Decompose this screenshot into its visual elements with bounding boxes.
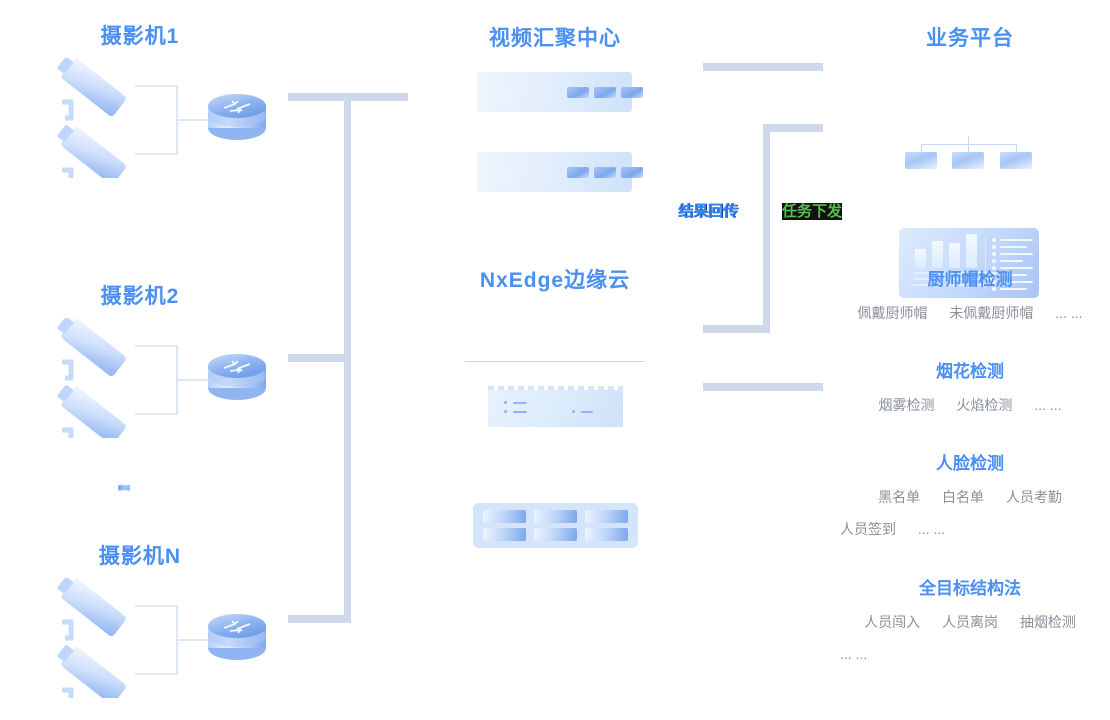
platform-link-drop-1 bbox=[921, 144, 922, 153]
capability-3-items-row2: 人员签到 ... ... bbox=[840, 515, 1100, 543]
capability-3-item-0: 黑名单 bbox=[878, 489, 921, 505]
flow-stub-top bbox=[703, 63, 823, 71]
capability-1-title: 厨师帽检测 bbox=[927, 270, 1013, 289]
camera-group-2-title: 摄影机2 bbox=[100, 285, 180, 308]
capability-2-item-2: ... ... bbox=[1034, 397, 1062, 413]
capability-3-item-2: 人员考勤 bbox=[1005, 489, 1062, 505]
edge-cloud-divider bbox=[465, 361, 645, 362]
platform-node-1 bbox=[905, 152, 937, 169]
capability-4-items-row2: ... ... bbox=[840, 640, 1100, 668]
capability-3-item-4: ... ... bbox=[917, 521, 946, 537]
camera-group-n-icon bbox=[40, 577, 270, 707]
camera-group-1-icon bbox=[40, 57, 270, 187]
capability-4-item-3: ... ... bbox=[840, 646, 868, 662]
platform-node-3 bbox=[1000, 152, 1032, 169]
blade-server-grid bbox=[473, 503, 638, 548]
camera-group-2-icon bbox=[40, 317, 270, 447]
platform-link-vertical-main bbox=[968, 136, 969, 145]
camera-group-n-title: 摄影机N bbox=[98, 545, 182, 568]
camera-group-1-title: 摄影机1 bbox=[100, 25, 180, 48]
platform-node-2 bbox=[952, 152, 984, 169]
bus-stub-middle bbox=[288, 354, 350, 362]
capability-4-item-2: 抽烟检测 bbox=[1019, 614, 1076, 630]
platform-link-drop-3 bbox=[1016, 144, 1017, 153]
video-center-title: 视频汇聚中心 bbox=[489, 27, 621, 50]
platform-link-drop-2 bbox=[968, 144, 969, 153]
capability-1-item-2: ... ... bbox=[1055, 305, 1083, 321]
platform-title: 业务平台 bbox=[926, 27, 1014, 50]
capability-4-title: 全目标结构法 bbox=[919, 579, 1021, 598]
capability-3-item-1: 白名单 bbox=[942, 489, 984, 505]
flow-stub-bottom bbox=[703, 383, 823, 391]
capability-4-items-row1: 人员闯入 人员离岗 抽烟检测 bbox=[830, 608, 1110, 636]
capability-1-item-1: 未佩戴厨师帽 bbox=[949, 305, 1034, 321]
dashboard-panel bbox=[899, 228, 1039, 298]
camera-group-micro-label: 摄影机组 bbox=[118, 484, 131, 492]
edge-cloud-title: NxEdge边缘云 bbox=[479, 269, 631, 292]
edge-gateway-device bbox=[488, 386, 623, 427]
capability-1-item-0: 佩戴厨师帽 bbox=[857, 305, 928, 321]
flow-label-task-dispatch: 任务下发 bbox=[782, 200, 843, 221]
capability-4-item-1: 人员离岗 bbox=[942, 614, 998, 630]
connector-pins-icon bbox=[488, 386, 623, 390]
capability-2-title: 烟花检测 bbox=[936, 362, 1004, 381]
capability-3-items-row1: 黑名单 白名单 人员考勤 bbox=[830, 483, 1110, 511]
video-center-server-2 bbox=[477, 152, 643, 192]
capability-4-item-0: 人员闯入 bbox=[864, 614, 921, 630]
capability-2-items: 烟雾检测 火焰检测 ... ... bbox=[830, 391, 1110, 419]
capability-3-title: 人脸检测 bbox=[936, 454, 1004, 473]
flow-bracket-top bbox=[763, 124, 823, 132]
flow-bracket-bottom bbox=[703, 325, 770, 333]
capability-2-item-0: 烟雾检测 bbox=[878, 397, 935, 413]
bus-stub-bottom bbox=[288, 615, 350, 623]
video-center-server-1 bbox=[477, 72, 643, 112]
capability-3-item-3: 人员签到 bbox=[840, 521, 896, 537]
flow-bracket-vertical bbox=[763, 126, 770, 330]
flow-label-result-upload: 结果回传 bbox=[678, 203, 739, 220]
flow-label-task-dispatch-text: 任务下发 bbox=[782, 203, 843, 220]
capability-1-items: 佩戴厨师帽 未佩戴厨师帽 ... ... bbox=[830, 299, 1110, 327]
capability-2-item-1: 火焰检测 bbox=[956, 397, 1013, 413]
